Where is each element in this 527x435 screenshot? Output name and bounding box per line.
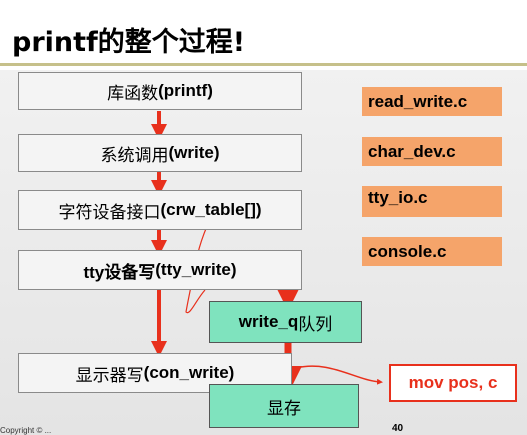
flow-box-library-function: 库函数(printf) [18, 72, 302, 110]
flow-box-label: 库函数 [107, 83, 159, 104]
flow-box-label: 字符设备接口 [58, 202, 161, 223]
flow-box-char-device: 字符设备接口(crw_table[]) [18, 190, 302, 230]
mov-instruction-box: mov pos, c [389, 364, 517, 402]
flow-box-label: 系统调用 [100, 145, 169, 166]
footer-copyright: Copyright © ... [0, 426, 52, 435]
flow-box-code: (printf) [158, 81, 213, 100]
page-title: printf的整个过程! [12, 27, 246, 58]
flow-box-system-call: 系统调用(write) [18, 134, 302, 172]
file-label-console: console.c [362, 237, 502, 266]
video-memory-label: 显存 [267, 398, 301, 419]
file-label-tty-io: tty_io.c [362, 186, 502, 217]
flow-box-code: (con_write) [143, 363, 235, 382]
write-queue-suffix: 队列 [298, 314, 333, 335]
flow-box-label: tty设备写 [83, 262, 156, 282]
connector-dot [294, 366, 298, 370]
flow-box-code: (crw_table[]) [160, 200, 262, 219]
write-queue-code: write_q [238, 312, 299, 331]
arrow-console-to-mov [295, 365, 383, 385]
title-divider [0, 63, 527, 66]
video-memory-box: 显存 [209, 384, 359, 428]
flow-box-label: 显示器写 [75, 365, 144, 386]
flow-box-console-write: 显示器写(con_write) [18, 353, 292, 393]
flow-box-code: (tty_write) [155, 260, 237, 279]
flow-box-code: (write) [168, 143, 220, 162]
file-label-read-write: read_write.c [362, 87, 502, 116]
file-label-char-dev: char_dev.c [362, 137, 502, 166]
flow-box-tty-write: tty设备写(tty_write) [18, 250, 302, 290]
page-number: 40 [392, 423, 404, 434]
